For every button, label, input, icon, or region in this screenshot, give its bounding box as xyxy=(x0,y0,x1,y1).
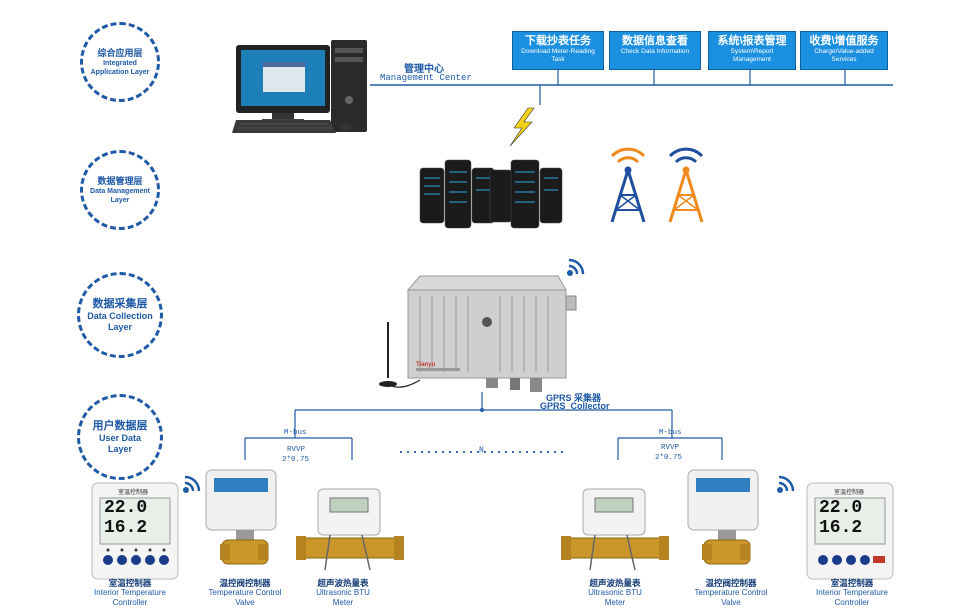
cable-left: RVVP xyxy=(287,446,306,454)
layer-zh: 数据采集层 xyxy=(92,297,148,310)
thermostat-illustration xyxy=(806,482,894,580)
device-zh: 室温控制器 xyxy=(830,578,874,588)
bus-mid-label: N xyxy=(479,446,484,455)
device-en2: Meter xyxy=(604,598,626,607)
device-zh: 温控阀控制器 xyxy=(705,578,757,588)
device-en1: Ultrasonic BTU xyxy=(316,588,370,597)
wifi-icon xyxy=(183,475,201,493)
service-zh: 系统\报表管理 xyxy=(717,35,787,47)
thermostat-reading-top: 22.0 xyxy=(104,498,148,518)
layer-zh: 用户数据层 xyxy=(92,419,148,432)
device-en1: Temperature Control xyxy=(694,588,768,597)
cell-tower-orange-icon xyxy=(668,147,704,223)
service-charge: 收费\增值服务 Charge\Value-added Services xyxy=(800,31,888,70)
wireless-link-icon xyxy=(509,107,535,147)
layer-en: Data Management Layer xyxy=(90,187,150,204)
temperature-valve-illustration xyxy=(205,469,277,565)
service-en: Check Data Information xyxy=(620,48,690,55)
layer-en: Data Collection Layer xyxy=(87,310,153,332)
management-center-en: Management Center xyxy=(380,73,472,83)
service-en: Charge\Value-added Services xyxy=(814,48,874,63)
device-zh: 温控阀控制器 xyxy=(219,578,271,588)
svg-text:Tianyu: Tianyu xyxy=(416,362,436,368)
temperature-valve-illustration xyxy=(687,469,759,565)
thermostat-reading-bottom: 16.2 xyxy=(819,518,863,538)
computer-illustration xyxy=(232,40,367,133)
cell-tower-blue-icon xyxy=(610,147,646,223)
device-en1: Interior Temperature xyxy=(94,588,166,597)
device-en1: Interior Temperature xyxy=(816,588,888,597)
device-en2: Controller xyxy=(112,598,148,607)
mbus-right: M-bus xyxy=(659,429,682,437)
device-zh: 室温控制器 xyxy=(108,578,152,588)
layer-en: Integrated Application Layer xyxy=(90,59,150,76)
service-zh: 下载抄表任务 xyxy=(525,35,591,47)
device-en1: Ultrasonic BTU xyxy=(588,588,642,597)
device-en2: Valve xyxy=(235,598,255,607)
layer-zh: 数据管理层 xyxy=(97,175,143,186)
mbus-left: M-bus xyxy=(284,429,307,437)
layer-en: User Data Layer xyxy=(98,432,142,454)
service-zh: 收费\增值服务 xyxy=(809,35,879,47)
layer-data-management: 数据管理层 Data Management Layer xyxy=(80,150,160,230)
device-en2: Meter xyxy=(332,598,354,607)
management-center-zh: 管理中心 xyxy=(404,64,444,75)
layer-user-data: 用户数据层 User Data Layer xyxy=(77,394,163,480)
device-label-thermostat-left: 室温控制器 Interior Temperature Controller xyxy=(80,578,180,608)
service-check-data: 数据信息查看 Check Data Information xyxy=(609,31,701,70)
device-zh: 超声波热量表 xyxy=(589,578,641,588)
service-download-task: 下载抄表任务 Download Meter-Reading Task xyxy=(512,31,604,70)
service-en: System\Report Management xyxy=(730,48,774,63)
layer-integrated-application: 综合应用层 Integrated Application Layer xyxy=(80,22,160,102)
wifi-icon xyxy=(567,258,585,276)
thermostat-brand: 室温控制器 xyxy=(118,490,149,496)
service-zh: 数据信息查看 xyxy=(622,35,688,47)
gprs-collector-illustration: Tianyu xyxy=(379,275,577,392)
cable-right: RVVP xyxy=(661,444,680,452)
device-label-valve-right: 温控阀控制器 Temperature Control Valve xyxy=(681,578,781,608)
wifi-icon xyxy=(777,475,795,493)
thermostat-brand: 室温控制器 xyxy=(834,490,865,496)
device-zh: 超声波热量表 xyxy=(317,578,369,588)
collector-en: GPRS Collector xyxy=(540,401,610,411)
ultrasonic-meter-illustration xyxy=(296,488,404,571)
device-label-meter-right: 超声波热量表 Ultrasonic BTU Meter xyxy=(565,578,665,608)
spec-right: 2*0.75 xyxy=(655,454,683,462)
thermostat-reading-top: 22.0 xyxy=(819,498,863,518)
layer-zh: 综合应用层 xyxy=(97,47,143,58)
service-en: Download Meter-Reading Task xyxy=(521,48,595,63)
layer-data-collection: 数据采集层 Data Collection Layer xyxy=(77,272,163,358)
device-label-meter-left: 超声波热量表 Ultrasonic BTU Meter xyxy=(293,578,393,608)
service-system-report: 系统\报表管理 System\Report Management xyxy=(708,31,796,70)
ultrasonic-meter-illustration xyxy=(561,488,669,571)
collector-zh: GPRS 采集器 xyxy=(546,393,602,403)
device-en1: Temperature Control xyxy=(208,588,282,597)
device-en2: Valve xyxy=(721,598,741,607)
device-en2: Controller xyxy=(834,598,870,607)
thermostat-illustration xyxy=(91,482,179,580)
device-label-thermostat-right: 室温控制器 Interior Temperature Controller xyxy=(802,578,902,608)
thermostat-reading-bottom: 16.2 xyxy=(104,518,148,538)
spec-left: 2*0.75 xyxy=(282,456,310,464)
device-label-valve-left: 温控阀控制器 Temperature Control Valve xyxy=(195,578,295,608)
server-cluster-illustration xyxy=(419,159,563,229)
